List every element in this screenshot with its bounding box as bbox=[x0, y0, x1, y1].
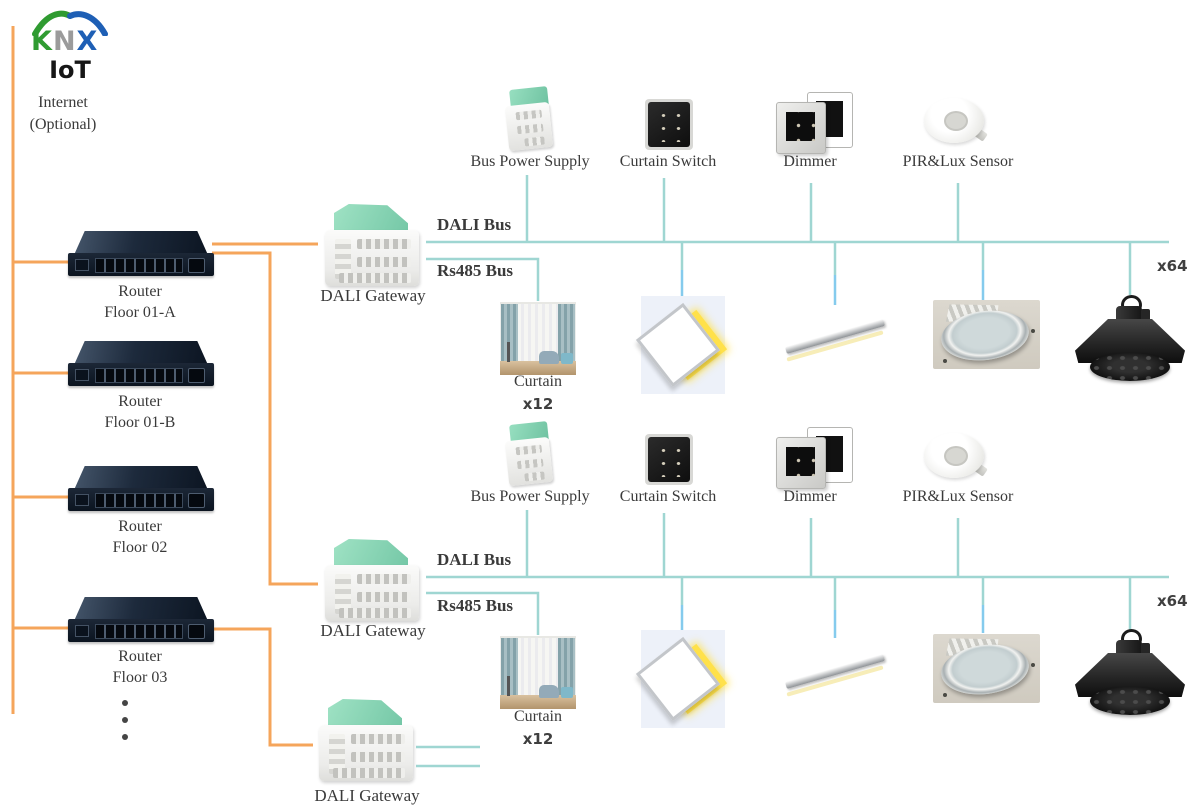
curtain-switch-2-label: Curtain Switch bbox=[619, 488, 717, 505]
downlight-2-image bbox=[933, 634, 1040, 703]
teal-bus-lines-2 bbox=[416, 510, 1169, 768]
router-1-image bbox=[68, 231, 214, 278]
pir-lux-sensor-2-label: PIR&Lux Sensor bbox=[902, 488, 1014, 505]
pir-lux-sensor-1-image bbox=[924, 96, 990, 152]
dimmer-2-image bbox=[776, 427, 853, 489]
orange-ip-lines bbox=[11, 26, 318, 747]
pir-lux-sensor-2-image bbox=[924, 431, 990, 487]
dali-gateway-3-image bbox=[312, 699, 422, 783]
dali-gateway-2-image bbox=[318, 539, 428, 623]
multiplier-x64-2: x64 bbox=[1157, 592, 1188, 610]
curtain-switch-1-label: Curtain Switch bbox=[619, 153, 717, 170]
bus-power-supply-2-label: Bus Power Supply bbox=[470, 488, 590, 505]
blue-drop-lines-1 bbox=[680, 270, 985, 305]
pir-lux-sensor-1-label: PIR&Lux Sensor bbox=[902, 153, 1014, 170]
curtain-2-label: Curtain bbox=[514, 708, 562, 725]
router-2-image bbox=[68, 341, 214, 388]
blue-drop-lines-2 bbox=[680, 605, 985, 638]
linear-light-2-image bbox=[785, 638, 885, 710]
curtain-1-count: x12 bbox=[522, 395, 554, 413]
multiplier-x64-1: x64 bbox=[1157, 257, 1188, 275]
internet-optional-label: Internet (Optional) bbox=[29, 94, 97, 133]
router-2-label: Router Floor 01-B bbox=[104, 393, 176, 431]
teal-bus-lines-1 bbox=[426, 175, 1169, 301]
router-3-image bbox=[68, 466, 214, 513]
dali-gateway-1-label: DALI Gateway bbox=[320, 286, 426, 305]
bus-power-supply-2-image bbox=[497, 421, 561, 487]
dimmer-2-label: Dimmer bbox=[783, 488, 837, 505]
iot-label: IoT bbox=[49, 56, 91, 84]
router-4-label: Router Floor 03 bbox=[112, 648, 168, 686]
downlight-1-image bbox=[933, 300, 1040, 369]
curtain-switch-2-image bbox=[645, 434, 693, 485]
rs485-bus-label-1: Rs485 Bus bbox=[437, 261, 514, 280]
dali-gateway-2-label: DALI Gateway bbox=[320, 621, 426, 640]
knx-arc-icon bbox=[32, 10, 108, 36]
dali-bus-label-1: DALI Bus bbox=[437, 215, 512, 234]
dimmer-1-image bbox=[776, 92, 853, 154]
router-4-image bbox=[68, 597, 214, 644]
linear-light-1-image bbox=[785, 303, 885, 375]
panel-light-2-image bbox=[635, 630, 728, 728]
highbay-light-1-image bbox=[1074, 295, 1186, 396]
curtain-1-label: Curtain bbox=[514, 373, 562, 390]
dimmer-1-label: Dimmer bbox=[783, 153, 837, 170]
router-1-label: Router Floor 01-A bbox=[104, 283, 176, 321]
curtain-switch-1-image bbox=[645, 99, 693, 150]
curtain-2-image bbox=[500, 636, 576, 709]
dali-gateway-1-image bbox=[318, 204, 428, 288]
curtain-1-image bbox=[500, 302, 576, 375]
panel-light-1-image bbox=[635, 296, 728, 394]
knx-logo: KNX bbox=[31, 26, 99, 57]
dali-bus-label-2: DALI Bus bbox=[437, 550, 512, 569]
bus-power-supply-1-label: Bus Power Supply bbox=[470, 153, 590, 170]
dali-gateway-3-label: DALI Gateway bbox=[314, 786, 420, 805]
bus-power-supply-1-image bbox=[497, 86, 561, 152]
router-3-label: Router Floor 02 bbox=[112, 518, 168, 556]
rs485-bus-label-2: Rs485 Bus bbox=[437, 596, 514, 615]
highbay-light-2-image bbox=[1074, 629, 1186, 730]
curtain-2-count: x12 bbox=[522, 730, 554, 748]
